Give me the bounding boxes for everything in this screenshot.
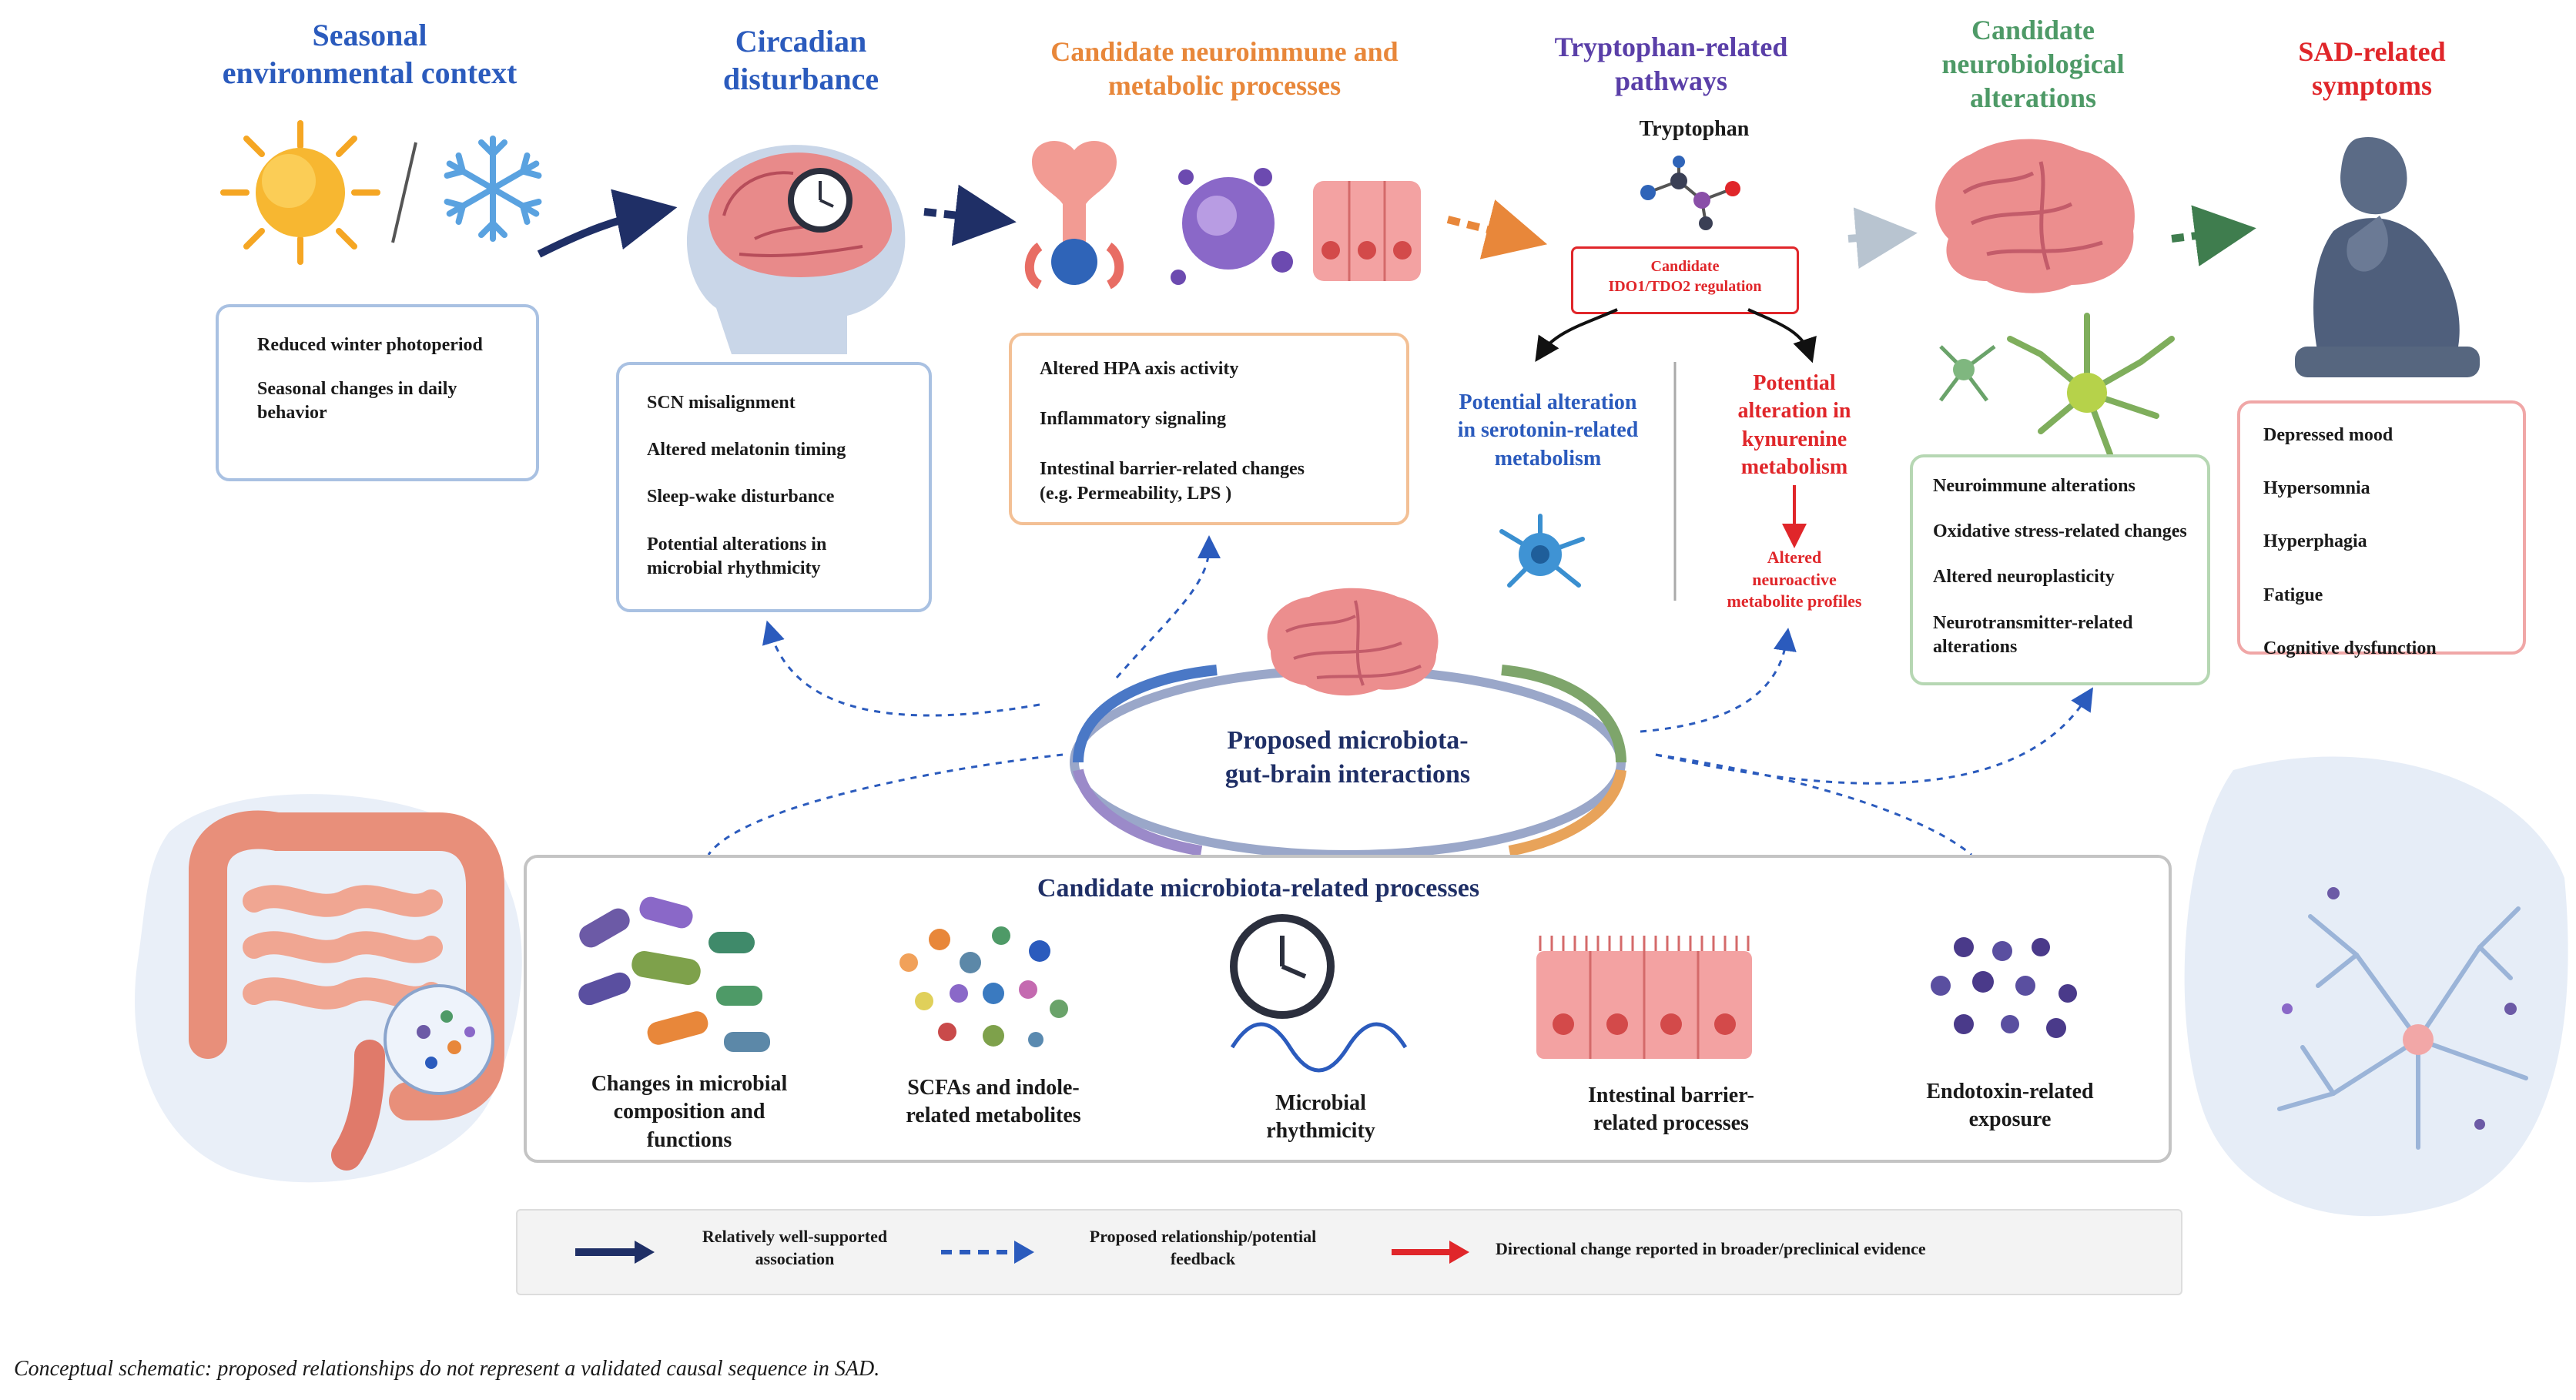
legend-red-label: Directional change reported in broader/p… [1496, 1239, 1926, 1258]
person-icon [2295, 137, 2480, 377]
center-brain-icon [1267, 588, 1439, 696]
box-microbiota: Candidate microbiota-related processes [524, 855, 2172, 1163]
box-neuroimmune: Altered HPA axis activity Inflammatory s… [1009, 333, 1409, 525]
item-fatigue: Fatigue [2263, 584, 2323, 605]
neuroactive-label: Altered neuroactive metabolite profiles [1727, 548, 1862, 611]
astrocyte-icon [2277, 887, 2528, 1150]
arrow-seasonal-circadian [537, 189, 678, 258]
item-cognitive: Cognitive dysfunction [2263, 638, 2437, 658]
clock-icon [1230, 914, 1408, 1073]
item-hyperphagia: Hyperphagia [2263, 531, 2367, 552]
header-circadian: Circadian disturbance [722, 24, 879, 96]
feedback-neurobio [1655, 687, 2094, 785]
legend-solid-arrow [575, 1241, 655, 1264]
arrow-to-kynurenine [1747, 308, 1817, 363]
immune-cell-icon [1171, 168, 1293, 285]
header-neuroimmune: Candidate neuroimmune and metabolic proc… [1050, 36, 1399, 101]
epithelium-icon [1313, 181, 1421, 281]
sun-icon [220, 120, 380, 265]
microbes-icon [578, 896, 770, 1052]
item-neuroplasticity: Altered neuroplasticity [1933, 567, 2115, 588]
box-neurobio: Neuroimmune alterations Oxidative stress… [1910, 454, 2210, 685]
item-photoperiod: Reduced winter photoperiod [257, 335, 483, 355]
header-neurobio: Candidate neurobiological alterations [1941, 15, 2125, 113]
item-oxidative: Oxidative stress-related changes [1933, 521, 2187, 542]
header-seasonal: Seasonal environmental context [222, 18, 518, 90]
microbiota-item-composition: Changes in microbial composition and fun… [591, 1072, 788, 1152]
hypothalamus-icon [1024, 141, 1124, 290]
item-depressed: Depressed mood [2263, 425, 2393, 445]
box-circadian: SCN misalignment Altered melatonin timin… [616, 362, 932, 612]
item-neurotransmitter: Neurotransmitter-related alterations [1933, 612, 2133, 657]
cycle-green-arc [1501, 665, 1626, 763]
item-neuroimmune: Neuroimmune alterations [1933, 476, 2136, 496]
kynurenine-label: Potential alteration in kynurenine metab… [1737, 371, 1851, 480]
immune-cell-small-icon [1499, 514, 1585, 588]
caption: Conceptual schematic: proposed relations… [14, 1357, 880, 1381]
microbiota-item-endotoxin: Endotoxin-related exposure [1926, 1080, 2094, 1132]
item-barrier: Intestinal barrier-related changes (e.g.… [1040, 459, 1305, 504]
box-seasonal: Reduced winter photoperiod Seasonal chan… [216, 304, 539, 481]
arrow-to-serotonin [1535, 308, 1618, 362]
intestinal-barrier-icon [1536, 936, 1752, 1059]
enzyme-label: Candidate IDO1/TDO2 regulation [1608, 258, 1762, 295]
serotonin-label: Potential alteration in serotonin-relate… [1457, 390, 1639, 471]
arrow-circadian-neuro [923, 184, 1017, 246]
brain-icon [1935, 139, 2135, 293]
legend-solid-label: Relatively well-supported association [702, 1227, 888, 1268]
legend-red-arrow [1392, 1241, 1469, 1264]
microbiota-title: Candidate microbiota-related processes [1037, 874, 1480, 903]
cycle-blue-arc [1073, 665, 1218, 763]
item-daily-behavior: Seasonal changes in daily behavior [257, 379, 457, 424]
feedback-circadian [762, 620, 1040, 717]
center-title: Proposed microbiota- gut-brain interacti… [1224, 726, 1471, 789]
legend-dashed-label: Proposed relationship/potential feedback [1089, 1227, 1317, 1268]
item-scn: SCN misalignment [647, 393, 796, 413]
arrow-neuro-trp [1446, 199, 1548, 260]
microbiota-item-barrier: Intestinal barrier- related processes [1588, 1083, 1754, 1136]
item-hpa: Altered HPA axis activity [1040, 359, 1239, 379]
tryptophan-label: Tryptophan [1639, 117, 1750, 141]
feedback-right-bottom [1655, 753, 1972, 856]
header-sad: SAD-related symptoms [2298, 36, 2446, 101]
feedback-kynurenine [1640, 628, 1797, 733]
item-inflammatory: Inflammatory signaling [1040, 409, 1227, 430]
box-sad: Depressed mood Hypersomnia Hyperphagia F… [2237, 400, 2526, 658]
cycle-purple-arc [1073, 769, 1203, 856]
cycle-orange-arc [1508, 769, 1626, 856]
arrow-trp-neurobio [1847, 207, 1918, 270]
neuron-icon [1939, 313, 2175, 457]
microbiota-item-rhythmicity: Microbial rhythmicity [1266, 1091, 1375, 1144]
feedback-left-bottom [707, 753, 1064, 856]
endotoxin-icon [1931, 937, 2077, 1038]
gut-icon [189, 810, 504, 1171]
item-hypersomnia: Hypersomnia [2263, 478, 2370, 499]
enzyme-box: Candidate IDO1/TDO2 regulation [1571, 246, 1799, 314]
metabolites-icon [899, 926, 1068, 1047]
microbiota-item-scfa: SCFAs and indole- related metabolites [906, 1076, 1081, 1128]
snowflake-icon [444, 136, 542, 242]
header-tryptophan: Tryptophan-related pathways [1554, 32, 1788, 96]
item-sleep: Sleep-wake disturbance [647, 487, 835, 507]
item-melatonin: Altered melatonin timing [647, 440, 846, 461]
legend: Relatively well-supported association Pr… [516, 1209, 2182, 1295]
slash-divider [391, 142, 417, 243]
arrow-neurobio-sad [2171, 205, 2256, 266]
head-clock-icon [686, 145, 906, 355]
feedback-neuroimmune [1115, 535, 1221, 678]
item-microbial-rhythmicity: Potential alterations in microbial rhyth… [647, 534, 827, 578]
molecule-icon [1640, 156, 1740, 230]
legend-dashed-arrow [941, 1241, 1034, 1264]
